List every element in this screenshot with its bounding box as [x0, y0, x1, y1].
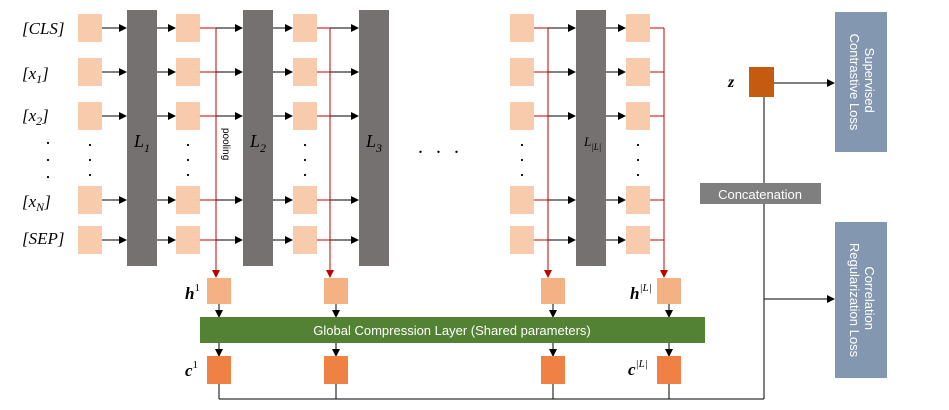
token-dot-input-1 — [88, 158, 92, 162]
token-dot-last-out-0 — [636, 143, 640, 147]
layer-label-last: L|L| — [583, 134, 601, 152]
hidden-label-h1: h1 — [185, 282, 200, 303]
token-dot-l1-out-1 — [186, 158, 190, 162]
input-label-xn: [xN] — [22, 192, 51, 214]
token-dot-last-out-2 — [636, 173, 640, 177]
token-box-last-out-2 — [626, 102, 650, 130]
correlation-regularization-loss-label: Correlation Regularization Loss — [847, 243, 877, 358]
token-box-last-out-3 — [626, 186, 650, 214]
input-label-dot-0 — [46, 141, 50, 145]
layer-block-2 — [243, 10, 273, 266]
input-label-dot-2 — [46, 175, 50, 179]
supervised-contrastive-loss-label: Supervised Contrastive Loss — [847, 34, 877, 131]
layer-block-1 — [127, 10, 157, 266]
token-box-pre-last-3 — [510, 186, 534, 214]
token-box-input-2 — [78, 102, 102, 130]
token-box-l1-out-3 — [176, 186, 200, 214]
token-dot-pre-last-0 — [520, 143, 524, 147]
pooling-path-last — [650, 27, 665, 276]
token-box-l2-out-0 — [293, 14, 317, 42]
token-dot-input-2 — [88, 173, 92, 177]
token-box-last-out-1 — [626, 58, 650, 86]
token-box-l1-out-2 — [176, 102, 200, 130]
compressed-boxes — [207, 356, 681, 384]
token-box-l1-out-4 — [176, 226, 200, 254]
hidden-box-3 — [541, 278, 565, 304]
concatenation-label: Concatenation — [718, 187, 802, 202]
input-label-x2: [x2] — [22, 106, 49, 128]
input-labels: [CLS] [x1] [x2] [xN] [SEP] — [22, 19, 65, 248]
token-dot-pre-last-1 — [520, 158, 524, 162]
compressed-box-last — [657, 356, 681, 384]
token-box-last-out-0 — [626, 14, 650, 42]
input-label-dot-1 — [46, 158, 50, 162]
token-box-input-4 — [78, 226, 102, 254]
correlation-regularization-loss-box — [835, 222, 887, 378]
input-label-sep: [SEP] — [22, 229, 65, 248]
concatenation-box — [700, 183, 821, 204]
hidden-boxes — [207, 278, 681, 304]
token-box-l2-out-4 — [293, 226, 317, 254]
supervised-contrastive-loss-box — [835, 12, 887, 152]
input-label-x1: [x1] — [22, 64, 49, 86]
pooling-path-2 — [317, 27, 331, 276]
token-box-input-1 — [78, 58, 102, 86]
layer-labels: L1 L2 L3 L|L| — [133, 131, 601, 155]
token-box-l2-out-3 — [293, 186, 317, 214]
token-box-l2-out-1 — [293, 58, 317, 86]
token-box-input-0 — [78, 14, 102, 42]
compressed-box-2 — [324, 356, 348, 384]
hidden-label-hl: h|L| — [630, 282, 652, 303]
layer-label-1: L1 — [133, 131, 150, 155]
token-dot-l2-out-2 — [303, 173, 307, 177]
compressed-box-3 — [541, 356, 565, 384]
hidden-to-compression-arrows — [215, 304, 673, 318]
layer-block-3 — [359, 10, 389, 266]
token-dot-last-out-1 — [636, 158, 640, 162]
hidden-box-1 — [207, 278, 231, 304]
global-compression-layer-label: Global Compression Layer (Shared paramet… — [313, 323, 590, 338]
token-dot-l2-out-0 — [303, 143, 307, 147]
input-label-cls: [CLS] — [22, 19, 65, 38]
token-box-l2-out-2 — [293, 102, 317, 130]
token-dot-l2-out-1 — [303, 158, 307, 162]
token-box-input-3 — [78, 186, 102, 214]
token-dot-pre-last-2 — [520, 173, 524, 177]
global-compression-layer — [200, 317, 705, 343]
token-box-pre-last-0 — [510, 14, 534, 42]
token-box-last-out-4 — [626, 226, 650, 254]
compression-to-c-arrows — [215, 343, 673, 357]
token-box-pre-last-1 — [510, 58, 534, 86]
token-box-l1-out-1 — [176, 58, 200, 86]
compressed-label-cl: c|L| — [628, 358, 648, 379]
pooling-path-1 — [200, 27, 217, 276]
compressed-box-1 — [207, 356, 231, 384]
pooling-path-3 — [534, 27, 549, 276]
z-label: z — [727, 74, 735, 91]
z-box — [749, 67, 774, 97]
layer-ellipsis: . . . — [418, 136, 463, 158]
token-box-pre-last-4 — [510, 226, 534, 254]
layer-blocks — [127, 10, 606, 266]
layer-block-last — [576, 10, 606, 266]
compressed-label-c1: c1 — [185, 359, 198, 380]
token-dot-l1-out-2 — [186, 173, 190, 177]
pooling-label: pooling — [220, 128, 231, 160]
hidden-box-2 — [324, 278, 348, 304]
hidden-box-last — [657, 278, 681, 304]
token-box-l1-out-0 — [176, 14, 200, 42]
token-box-pre-last-2 — [510, 102, 534, 130]
token-dot-l1-out-0 — [186, 143, 190, 147]
layer-label-3: L3 — [365, 131, 382, 155]
concatenation-bus — [218, 82, 835, 400]
layer-label-2: L2 — [249, 131, 266, 155]
token-dot-input-0 — [88, 143, 92, 147]
token-columns — [46, 14, 668, 278]
